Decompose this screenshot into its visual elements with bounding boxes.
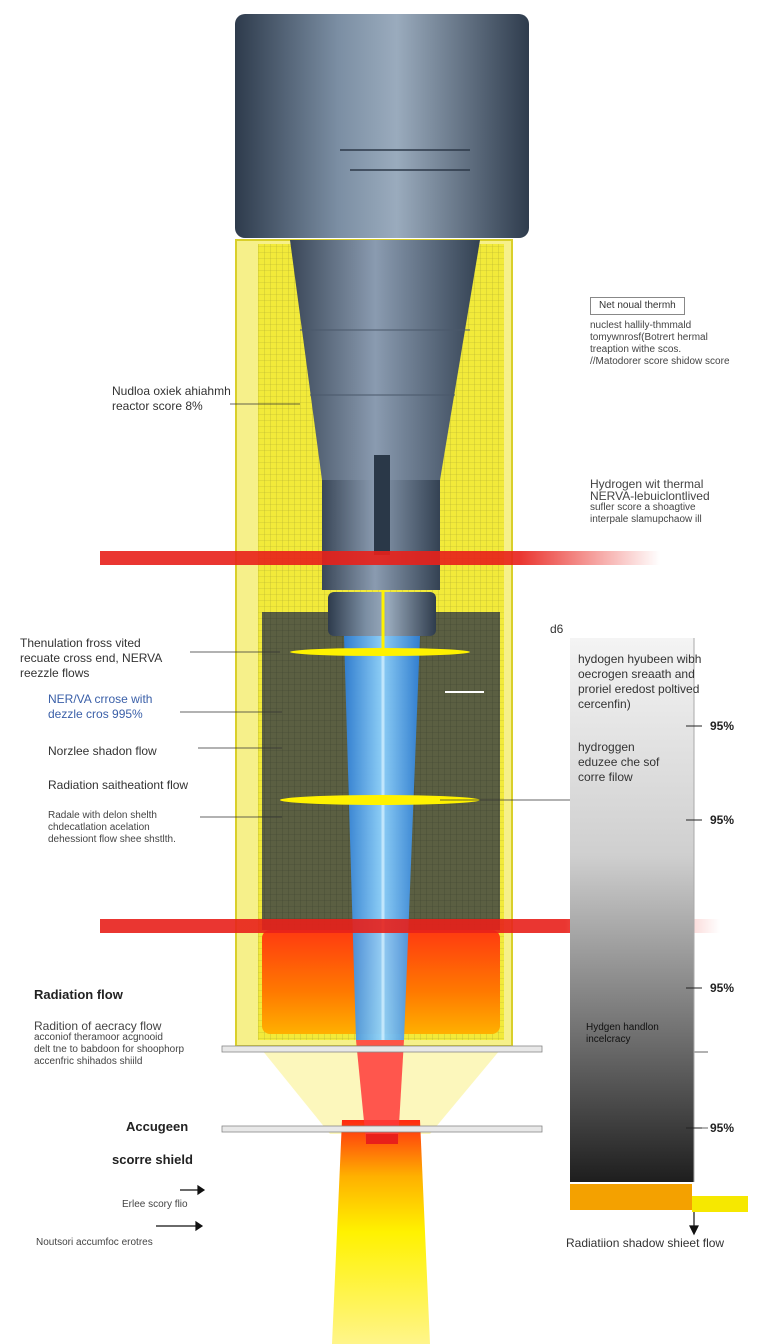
label-nozzle-shadow: Norzlee shadon flow — [48, 744, 157, 758]
gauge-bottom-label: Radiatiion shadow shieet flow — [566, 1236, 725, 1250]
label-score-shield: scorre shield — [112, 1152, 193, 1167]
gauge-ticks — [686, 725, 702, 1129]
label-accugeen: Accugeen — [126, 1119, 189, 1134]
label-exit-flow: Erlee scory flio — [122, 1199, 188, 1210]
gauge-tick-label: 95% — [710, 813, 735, 827]
gauge-bar — [570, 638, 694, 1182]
flow-arrows — [156, 1184, 699, 1236]
exhaust-plume — [332, 1120, 430, 1344]
gauge-base — [570, 1184, 692, 1210]
nozzle-exit — [356, 1040, 404, 1142]
label-boxed-title: Net noual thermh — [590, 297, 685, 315]
label-radiation-flow: Radiation flow — [34, 987, 123, 1002]
gauge-tick-label: 95% — [710, 1121, 735, 1135]
top-cap — [235, 14, 529, 238]
label-radiation-sheath-flow: Radiation saitheationt flow — [48, 778, 189, 792]
gauge-top-tag: d6 — [550, 622, 564, 636]
label-neutron: Noutsori accumfoc erotres — [36, 1237, 153, 1248]
radiation-band-upper — [100, 551, 660, 565]
gauge-tick-label: 95% — [710, 719, 735, 733]
nozzle-cone — [290, 240, 480, 480]
gauge-tick-label: 95% — [710, 981, 735, 995]
radiation-band-lower — [100, 919, 720, 933]
